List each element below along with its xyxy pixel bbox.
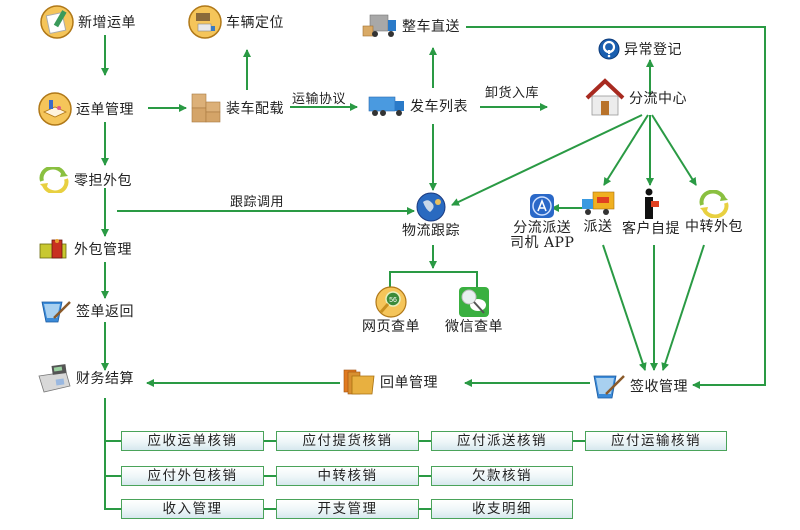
node-label: 签单返回 xyxy=(76,304,134,320)
node-sign-return[interactable]: 签单返回 xyxy=(40,298,134,324)
house-icon xyxy=(585,78,625,116)
node-label: 财务结算 xyxy=(76,371,134,387)
cargo-truck-icon xyxy=(362,14,396,37)
books-icon xyxy=(39,239,67,259)
finance-item-payable-pickup[interactable]: 应付提货核销 xyxy=(276,431,419,451)
edge-query-split xyxy=(389,271,478,288)
edge-label-transport-agreement: 运输协议 xyxy=(292,92,347,107)
delivery-truck-icon xyxy=(582,191,615,215)
edge-label-unload-warehouse: 卸货入库 xyxy=(485,86,540,101)
node-label: 车辆定位 xyxy=(226,15,284,31)
node-label: 物流跟踪 xyxy=(402,223,460,239)
globe-icon xyxy=(416,192,446,222)
finance-item-income-expense-detail[interactable]: 收支明细 xyxy=(431,499,573,519)
node-driver-app[interactable]: 分流派送 司机 APP xyxy=(510,193,574,251)
magnifier-56-icon: 56 xyxy=(375,286,407,318)
node-label: 零担外包 xyxy=(74,173,132,189)
book-icon xyxy=(38,92,72,126)
cash-register-icon xyxy=(38,364,71,393)
edge-full-to-receipt-sign xyxy=(466,26,766,389)
finance-item-expense-management[interactable]: 开支管理 xyxy=(276,499,419,519)
node-exception-register[interactable]: 异常登记 xyxy=(598,38,682,60)
edge-label-tracking-call: 跟踪调用 xyxy=(230,195,285,210)
edge-center-to-tracking xyxy=(451,114,643,206)
node-label: 签收管理 xyxy=(630,379,688,395)
node-receipt-sign-management[interactable]: 签收管理 xyxy=(592,372,688,400)
node-label-line2: 司机 APP xyxy=(510,235,575,251)
node-waybill-management[interactable]: 运单管理 xyxy=(38,92,134,126)
node-distribution-center[interactable]: 分流中心 xyxy=(585,78,687,118)
node-label: 回单管理 xyxy=(380,375,438,391)
node-label: 微信查单 xyxy=(445,319,503,335)
node-label: 整车直送 xyxy=(402,19,460,35)
node-transfer-outsourcing[interactable]: 中转外包 xyxy=(685,190,743,235)
wechat-search-icon xyxy=(459,287,489,317)
node-label: 外包管理 xyxy=(74,242,132,258)
node-full-truck-direct[interactable]: 整车直送 xyxy=(362,12,460,40)
node-label: 发车列表 xyxy=(410,99,468,115)
edge-center-to-delivery xyxy=(603,114,649,186)
question-icon xyxy=(598,38,620,60)
edge-delivery-to-receipt-sign xyxy=(602,244,647,371)
node-delivery[interactable]: 派送 xyxy=(580,190,616,235)
svg-text:56: 56 xyxy=(389,297,397,304)
node-logistics-tracking[interactable]: 物流跟踪 xyxy=(402,192,460,239)
node-logistics-tracking-inner: 物流跟踪 xyxy=(402,192,460,239)
pencil-document-icon xyxy=(40,5,74,39)
boxes-icon xyxy=(191,93,221,123)
folder-pen-icon xyxy=(41,301,71,323)
node-label: 网页查单 xyxy=(362,319,420,335)
node-label: 派送 xyxy=(583,219,613,235)
finance-item-payable-transport[interactable]: 应付运输核销 xyxy=(585,431,727,451)
node-ltl-outsourcing[interactable]: 零担外包 xyxy=(38,167,132,193)
person-parcel-icon xyxy=(645,188,659,219)
node-vehicle-location[interactable]: 车辆定位 xyxy=(188,5,284,39)
finance-item-transfer-writeoff[interactable]: 中转核销 xyxy=(276,466,419,486)
node-wechat-query[interactable]: 微信查单 xyxy=(445,286,503,335)
node-label: 分流中心 xyxy=(629,91,687,107)
node-label: 中转外包 xyxy=(685,219,743,235)
edge-center-to-transfer xyxy=(651,114,697,186)
recycle-icon xyxy=(39,167,69,193)
node-label: 分流派送 xyxy=(513,220,572,236)
node-label: 新增运单 xyxy=(78,15,136,31)
node-finance-settlement[interactable]: 财务结算 xyxy=(36,362,134,394)
blue-truck-icon xyxy=(368,96,404,116)
node-web-query[interactable]: 56 网页查单 xyxy=(362,286,420,335)
node-customer-pickup[interactable]: 客户自提 xyxy=(622,188,680,237)
node-outsourcing-management[interactable]: 外包管理 xyxy=(38,236,132,262)
finance-item-arrears-writeoff[interactable]: 欠款核销 xyxy=(431,466,573,486)
finance-item-receivable-waybill[interactable]: 应收运单核销 xyxy=(121,431,264,451)
edge-transfer-to-receipt-sign xyxy=(661,244,705,371)
node-receipt-management[interactable]: 回单管理 xyxy=(342,368,438,396)
finance-item-income-management[interactable]: 收入管理 xyxy=(121,499,264,519)
node-label: 装车配载 xyxy=(226,101,284,117)
folder-pen-icon xyxy=(593,375,625,399)
node-label: 客户自提 xyxy=(622,221,680,237)
node-new-waybill[interactable]: 新增运单 xyxy=(40,5,136,39)
finance-item-payable-delivery[interactable]: 应付派送核销 xyxy=(431,431,573,451)
trucks-icon xyxy=(188,5,222,39)
node-label: 异常登记 xyxy=(624,42,682,58)
recycle-icon xyxy=(699,190,729,218)
node-departure-list[interactable]: 发车列表 xyxy=(368,93,468,119)
finance-item-payable-outsourcing[interactable]: 应付外包核销 xyxy=(121,466,264,486)
folders-icon xyxy=(343,369,375,395)
app-store-icon xyxy=(530,194,555,218)
node-label: 运单管理 xyxy=(76,102,134,118)
node-loading-stowage[interactable]: 装车配载 xyxy=(190,92,284,124)
